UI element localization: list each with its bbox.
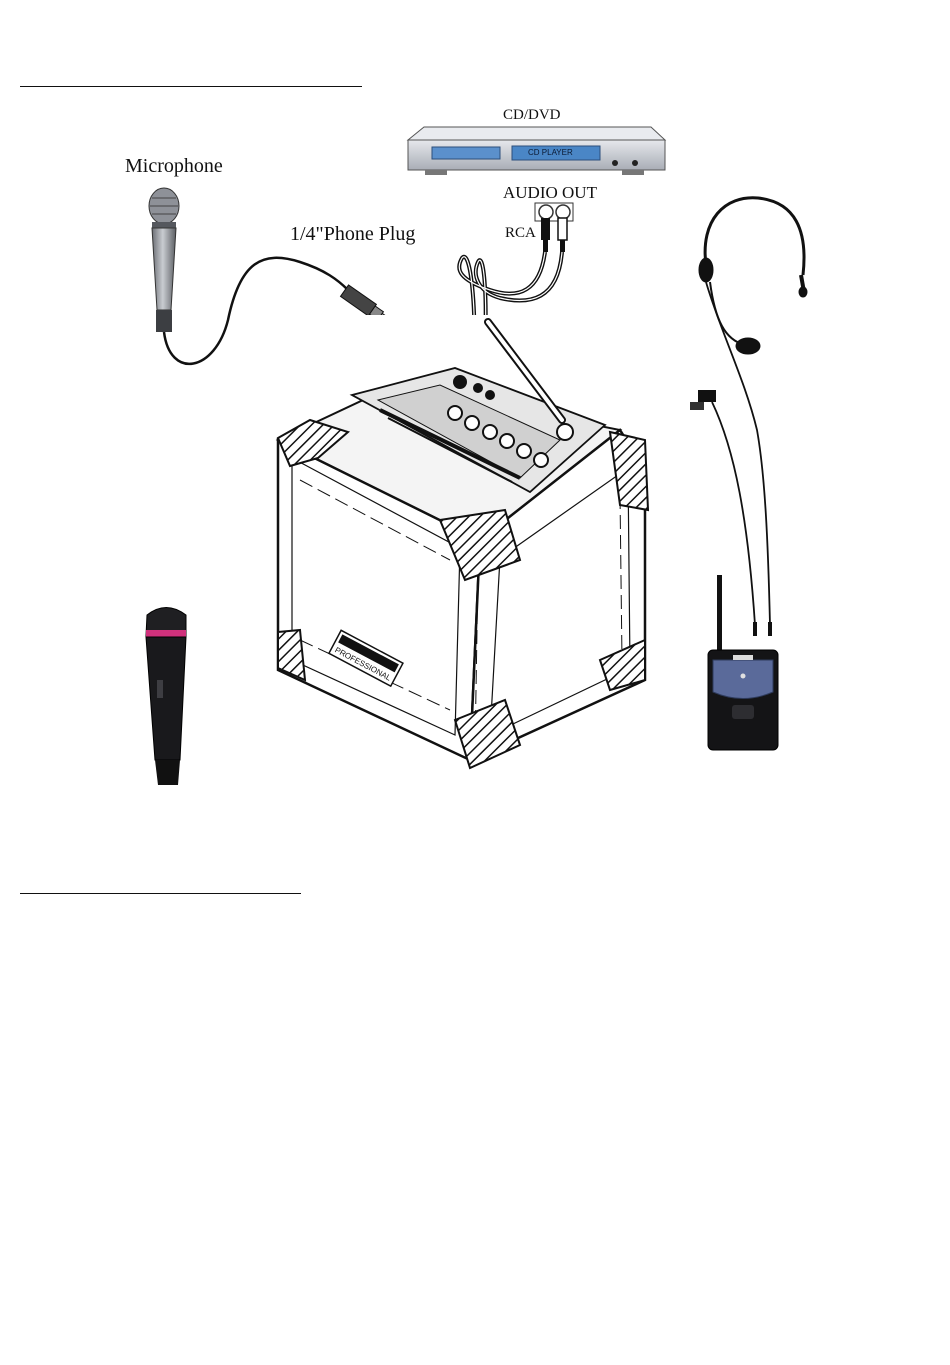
- speaker-cabinet-icon: PROFESSIONAL: [268, 315, 650, 773]
- headset-mic-icon: [699, 198, 807, 625]
- microphone-label: Microphone: [125, 155, 223, 178]
- audio-out-label: AUDIO OUT: [503, 183, 597, 203]
- wired-microphone-icon: [149, 188, 179, 332]
- cd-dvd-label: CD/DVD: [503, 107, 561, 124]
- wireless-handheld-mic-icon: [146, 608, 186, 786]
- rca-label: RCA: [505, 225, 536, 242]
- lavalier-mic-icon: [690, 390, 755, 625]
- rca-jacks-icon: [535, 203, 573, 252]
- cd-player-display-text: CD PLAYER: [528, 148, 573, 157]
- phone-plug-label: 1/4"Phone Plug: [290, 223, 415, 246]
- bodypack-transmitter-icon: [708, 575, 778, 750]
